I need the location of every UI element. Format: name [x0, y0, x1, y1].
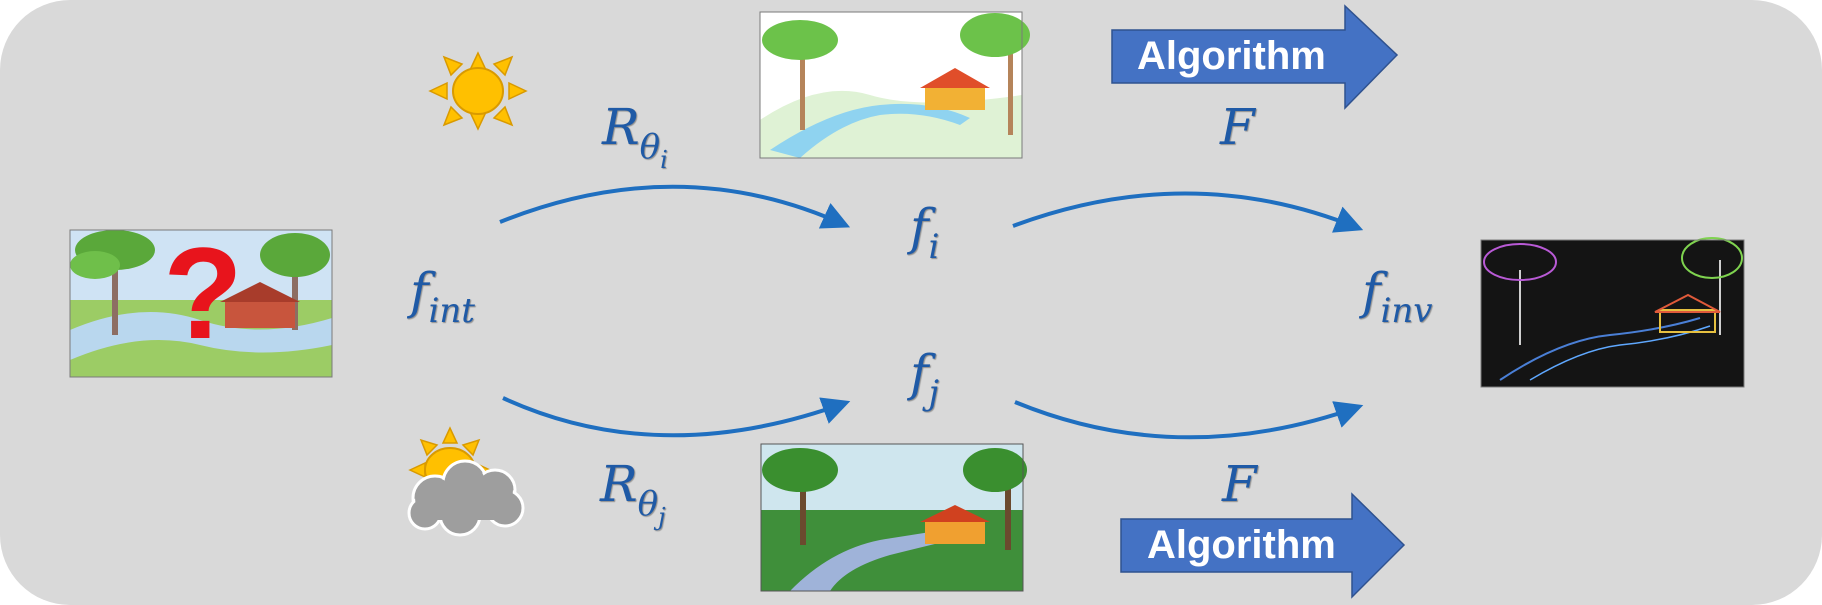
label-f-j: fj	[910, 344, 940, 413]
algorithm-label-bottom: Algorithm	[1147, 523, 1336, 567]
label-f-inv: finv	[1362, 262, 1433, 331]
arrow-fi-to-finv	[1012, 191, 1364, 233]
label-r-theta-i: Rθi	[602, 98, 668, 174]
arrow-fj-to-finv	[1014, 400, 1364, 440]
intrinsic-image-thumbnail	[69, 229, 333, 378]
label-f-i: fi	[910, 198, 940, 267]
sun-behind-cloud-icon	[407, 426, 525, 537]
arrow-int-to-fi	[499, 184, 851, 229]
algorithm-arrow-top	[1111, 4, 1399, 110]
fj-image-thumbnail	[760, 443, 1027, 592]
algorithm-arrow-bottom	[1120, 492, 1406, 599]
label-f-operator-bottom: F	[1222, 455, 1257, 513]
arrow-int-to-fj	[502, 396, 851, 438]
sun-icon	[428, 51, 528, 131]
algorithm-label-top: Algorithm	[1137, 34, 1326, 78]
finv-image-thumbnail	[1480, 237, 1745, 388]
fi-image-thumbnail	[759, 11, 1030, 159]
label-f-operator-top: F	[1220, 98, 1255, 156]
question-mark: ?	[163, 220, 242, 366]
label-r-theta-j: Rθj	[600, 455, 666, 531]
label-f-int: fint	[410, 262, 475, 331]
